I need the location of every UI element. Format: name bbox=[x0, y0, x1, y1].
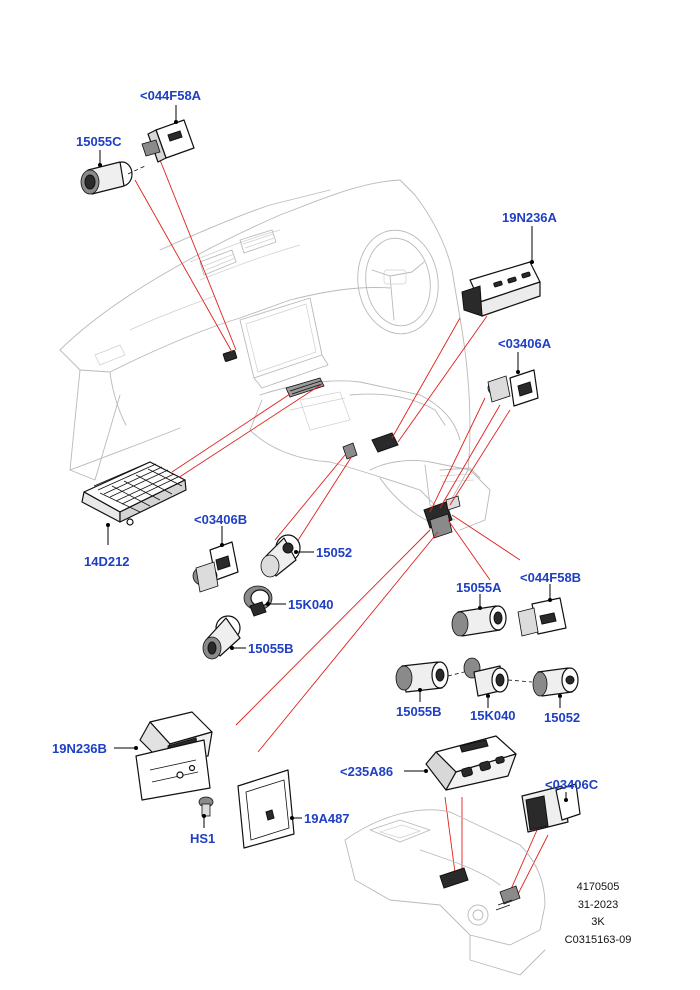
socket-03406C bbox=[521, 783, 581, 833]
socket-15055C bbox=[80, 161, 146, 195]
assembly-dash-a bbox=[447, 671, 465, 677]
label-15052-b: 15052 bbox=[544, 710, 580, 725]
switch-044F58B bbox=[517, 597, 567, 637]
label-15055C: 15055C bbox=[76, 134, 122, 149]
label-03406A: <03406A bbox=[498, 336, 552, 351]
label-15K040-a: 15K040 bbox=[288, 597, 334, 612]
assembly-dash-b bbox=[507, 679, 533, 683]
socket-15055B-b bbox=[395, 661, 449, 693]
usb-module-19N236A bbox=[461, 261, 541, 317]
label-044F58A: <044F58A bbox=[140, 88, 202, 103]
label-19N236A: 19N236A bbox=[502, 210, 558, 225]
ring-15K040-a bbox=[243, 585, 273, 617]
callout-labels: <044F58A 15055C 19N236A <03406A 14D212 <… bbox=[52, 88, 599, 846]
meta-line1: 4170505 bbox=[577, 881, 620, 893]
label-15055A: 15055A bbox=[456, 580, 502, 595]
usb-module-235A86 bbox=[425, 735, 517, 791]
label-15055B-a: 15055B bbox=[248, 641, 294, 656]
label-14D212: 14D212 bbox=[84, 554, 130, 569]
lighter-15052-b bbox=[532, 667, 579, 697]
rear-console-outline bbox=[344, 809, 546, 976]
meta-line3: 3K bbox=[591, 916, 605, 928]
label-15052-a: 15052 bbox=[316, 545, 352, 560]
cover-19A487 bbox=[237, 769, 295, 849]
label-03406B: <03406B bbox=[194, 512, 247, 527]
label-HS1: HS1 bbox=[190, 831, 215, 846]
label-15K040-b: 15K040 bbox=[470, 708, 516, 723]
label-03406C: <03406C bbox=[545, 777, 599, 792]
label-235A86: <235A86 bbox=[340, 764, 393, 779]
socket-15055B-a bbox=[202, 615, 241, 660]
screw-HS1 bbox=[198, 796, 214, 817]
diagram-meta: 4170505 31-2023 3K C0315163-09 bbox=[565, 881, 632, 946]
label-15055B-b: 15055B bbox=[396, 704, 442, 719]
socket-15055A bbox=[451, 605, 507, 637]
meta-line4: C0315163-09 bbox=[565, 934, 632, 946]
switch-044F58A bbox=[141, 119, 195, 163]
label-19A487: 19A487 bbox=[304, 811, 350, 826]
bracket-19N236B bbox=[135, 711, 213, 801]
module-14D212 bbox=[81, 461, 187, 526]
label-044F58B: <044F58B bbox=[520, 570, 581, 585]
meta-line2: 31-2023 bbox=[578, 899, 618, 911]
dashboard-outline bbox=[59, 179, 491, 541]
socket-03406B bbox=[192, 541, 239, 593]
label-19N236B: 19N236B bbox=[52, 741, 107, 756]
lighter-15052-a bbox=[260, 534, 301, 578]
callout-ticks bbox=[98, 105, 568, 828]
ring-15K040-b bbox=[463, 657, 509, 697]
socket-03406A bbox=[487, 369, 539, 407]
leader-lines bbox=[134, 159, 549, 899]
